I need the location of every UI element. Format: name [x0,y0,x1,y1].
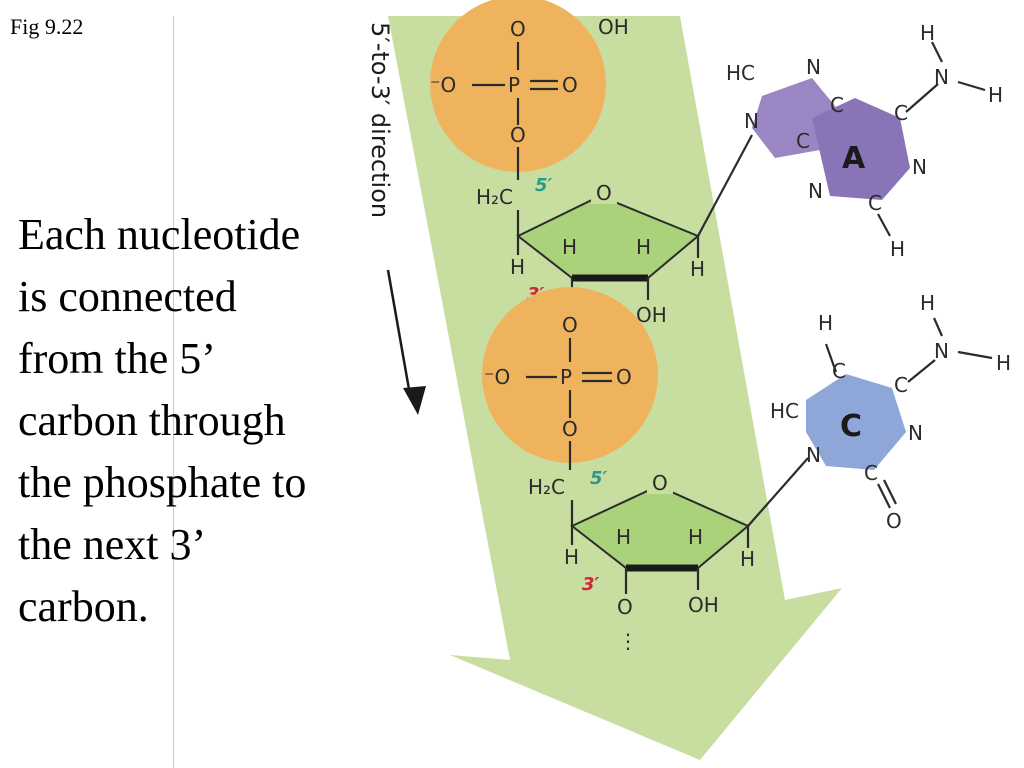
phosphate-bottom-p: P [560,365,572,389]
base-c-h-top: H [818,311,833,335]
phosphate-circle-top [430,0,606,172]
chain-continuation-dots: ⋮ [618,629,638,653]
base-c-hc: HC [770,399,799,423]
base-c-ring [806,374,906,470]
bottom-ring-h2: H [688,525,703,549]
phosphate-top-o-minus: ⁻O [430,73,456,97]
base-a-label: A [842,141,866,176]
base-a-nh2-n: N [934,65,949,89]
top-ring-h4: H [690,257,705,281]
base-a-n9: N [744,109,759,133]
bottom-ring-oh: OH [688,593,719,617]
base-a-c3: C [894,101,908,125]
top-ring-o: O [596,181,612,205]
bottom-ring-o: O [652,471,668,495]
top-ring-h2: H [636,235,651,259]
phosphate-circle-bottom [482,287,658,463]
caption-line: carbon. [18,582,149,631]
base-a-nh2-h2: H [988,83,1003,107]
phosphate-bottom-o-top: O [562,313,578,337]
base-c-c2: C [894,373,908,397]
phosphate-bottom-o-right: O [616,365,632,389]
caption-line: is connected [18,272,237,321]
top-ring-h3: H [510,255,525,279]
phosphate-bottom-o-bottom: O [562,417,578,441]
top-ring-h1: H [562,235,577,259]
bottom-3-prime-o: O [617,595,633,619]
top-5-prime-tag: 5′ [535,175,553,196]
phosphate-bottom-o-minus: ⁻O [484,365,510,389]
direction-arrow-line [386,269,412,396]
bottom-h2c: H₂C [528,475,565,499]
caption-line: from the 5’ [18,334,216,383]
base-c-n2: N [806,443,821,467]
slide-caption: Each nucleotide is connected from the 5’… [18,204,378,638]
base-a-n1: N [806,55,821,79]
caption-line: carbon through [18,396,286,445]
phosphate-top-p: P [508,73,520,97]
base-c-c1: C [832,359,846,383]
caption-line: the next 3’ [18,520,207,569]
base-c-nh2-h1: H [920,291,935,315]
base-a-n2: N [912,155,927,179]
sugar-ring-top [516,194,700,279]
base-a-n3: N [808,179,823,203]
direction-arrow-head [403,386,426,415]
caption-line: the phosphate to [18,458,307,507]
bottom-5-prime-tag: 5′ [590,468,608,489]
base-c-label: C [840,409,862,444]
phosphate-top-o-right: O [562,73,578,97]
phosphate-top-o-bottom: O [510,123,526,147]
top-oh: OH [598,15,629,39]
sugar-ring-bottom [570,484,750,569]
bottom-3-prime-tag: 3′ [582,574,600,595]
top-ring-oh: OH [636,303,667,327]
bottom-ring-h1: H [616,525,631,549]
base-a-c4: C [868,191,882,215]
bottom-ring-h4: H [740,547,755,571]
slide-divider [173,16,174,768]
top-h2c: H₂C [476,185,513,209]
base-c-carbonyl-o: O [886,509,902,533]
bottom-ring-h3: H [564,545,579,569]
direction-label-group: 5′-to-3′ direction [366,22,426,415]
base-a-ring-right [812,98,910,200]
base-c-nh2-h2: H [996,351,1011,375]
base-a-hc: HC [726,61,755,85]
base-c-nh2-n: N [934,339,949,363]
direction-label: 5′-to-3′ direction [366,22,394,218]
base-c-c3: C [864,461,878,485]
caption-line: Each nucleotide [18,210,301,259]
base-a-nh2-h1: H [920,21,935,45]
base-a-c1: C [830,93,844,117]
base-a-h-bottom: H [890,237,905,261]
figure-label: Fig 9.22 [10,14,84,39]
base-c-n1: N [908,421,923,445]
phosphate-top-o: O [510,17,526,41]
base-a-c2: C [796,129,810,153]
